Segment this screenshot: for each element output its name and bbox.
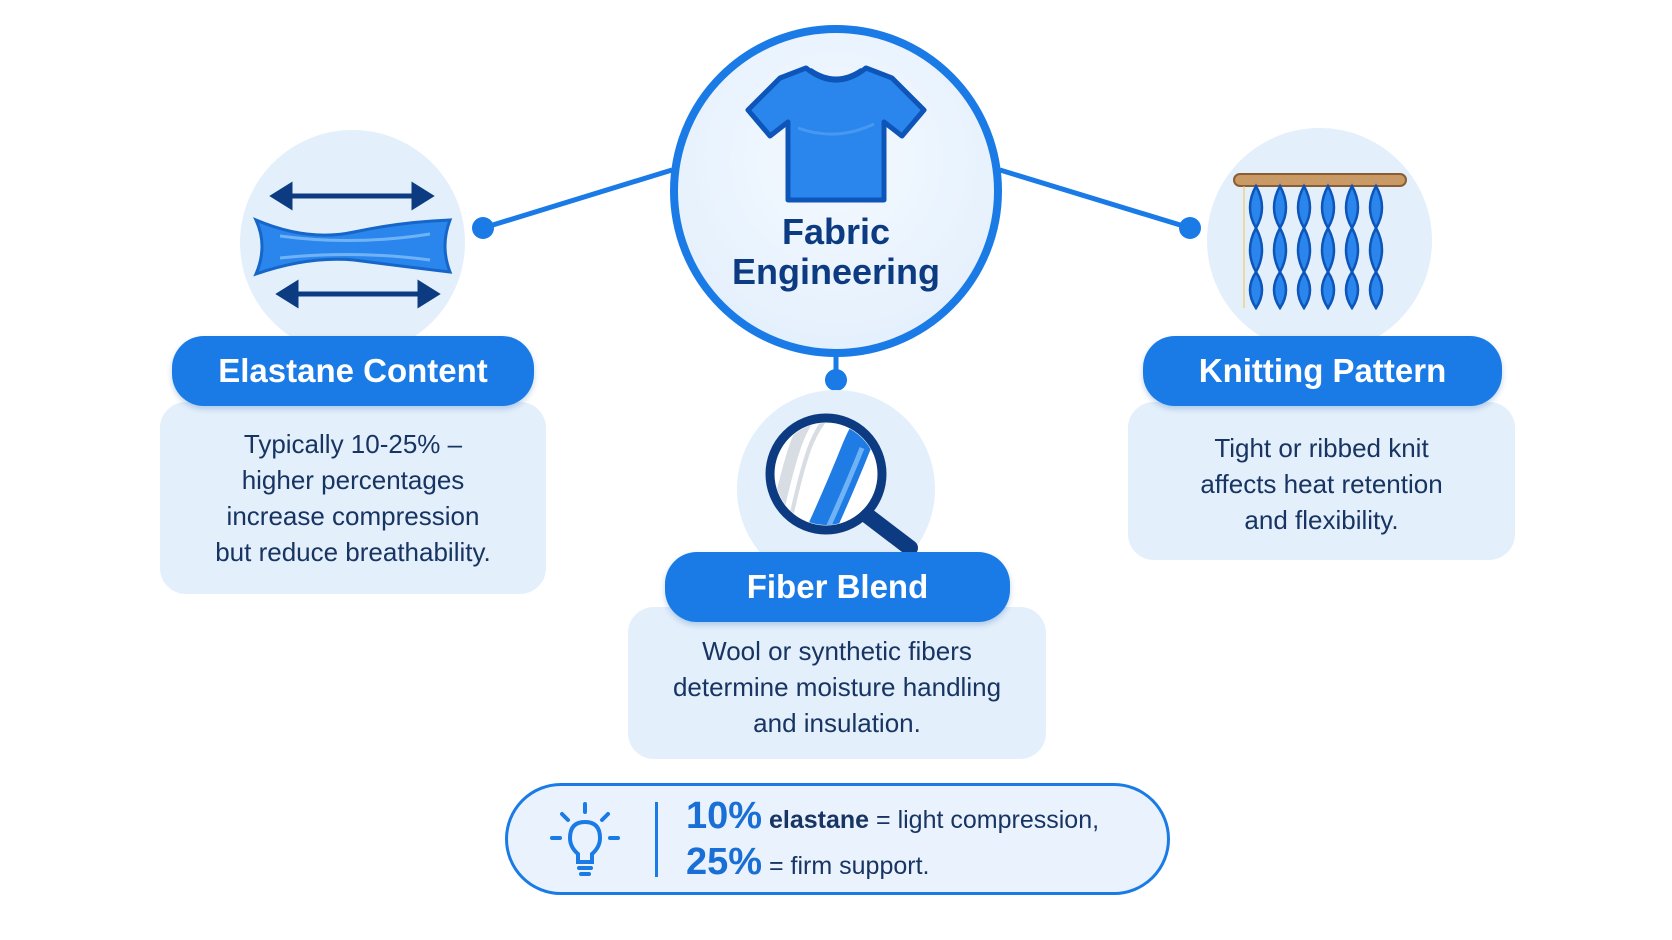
elastane-description-card: Typically 10-25% – higher percentages in… [160, 402, 546, 594]
stretch-fabric-icon [253, 181, 453, 309]
hub-title-line2: Engineering [731, 251, 941, 292]
fiber-description-card: Wool or synthetic fibers determine moist… [628, 607, 1046, 759]
connector-left [482, 167, 673, 231]
knitting-desc-line: and flexibility. [1244, 505, 1399, 535]
tip-bold-word: elastane [769, 806, 870, 834]
hub-title-line1: Fabric [781, 211, 891, 252]
tip-value-25: 25% [686, 841, 763, 883]
fiber-label-pill: Fiber Blend [665, 552, 1010, 622]
connector-right [999, 167, 1191, 231]
knitting-description-card: Tight or ribbed knit affects heat retent… [1128, 402, 1515, 560]
knitting-label-pill: Knitting Pattern [1143, 336, 1502, 406]
t-shirt-icon [745, 65, 927, 203]
tip-divider [655, 802, 658, 877]
elastane-desc-line: but reduce breathability. [215, 537, 491, 567]
tip-box [505, 783, 1170, 895]
connector-down-dot [825, 369, 847, 391]
tip-line2-text: = firm support. [769, 852, 930, 880]
elastane-desc-line: Typically 10-25% – [243, 429, 463, 459]
connector-left-dot [472, 217, 494, 239]
knitting-desc-line: Tight or ribbed knit [1214, 433, 1429, 463]
knit-stitches-icon [1233, 173, 1407, 310]
fiber-desc-line: determine moisture handling [672, 672, 1002, 702]
tip-line1-text: = light compression, [876, 806, 1100, 834]
fiber-desc-line: and insulation. [753, 708, 921, 738]
connector-right-dot [1179, 217, 1201, 239]
tip-value-10: 10% [686, 795, 763, 837]
knitting-desc-line: affects heat retention [1200, 469, 1443, 499]
fiber-desc-line: Wool or synthetic fibers [702, 636, 972, 666]
elastane-desc-line: higher percentages [241, 465, 465, 495]
lightbulb-icon [550, 802, 620, 876]
tip-line-1: 10% elastane = light compression, [686, 792, 1099, 844]
magnifier-fibers-icon [765, 413, 918, 556]
tip-line-2: 25% = firm support. [686, 838, 930, 890]
elastane-label-pill: Elastane Content [172, 336, 534, 406]
hub-title: Fabric Engineering [680, 212, 992, 292]
elastane-desc-line: increase compression [226, 501, 480, 531]
